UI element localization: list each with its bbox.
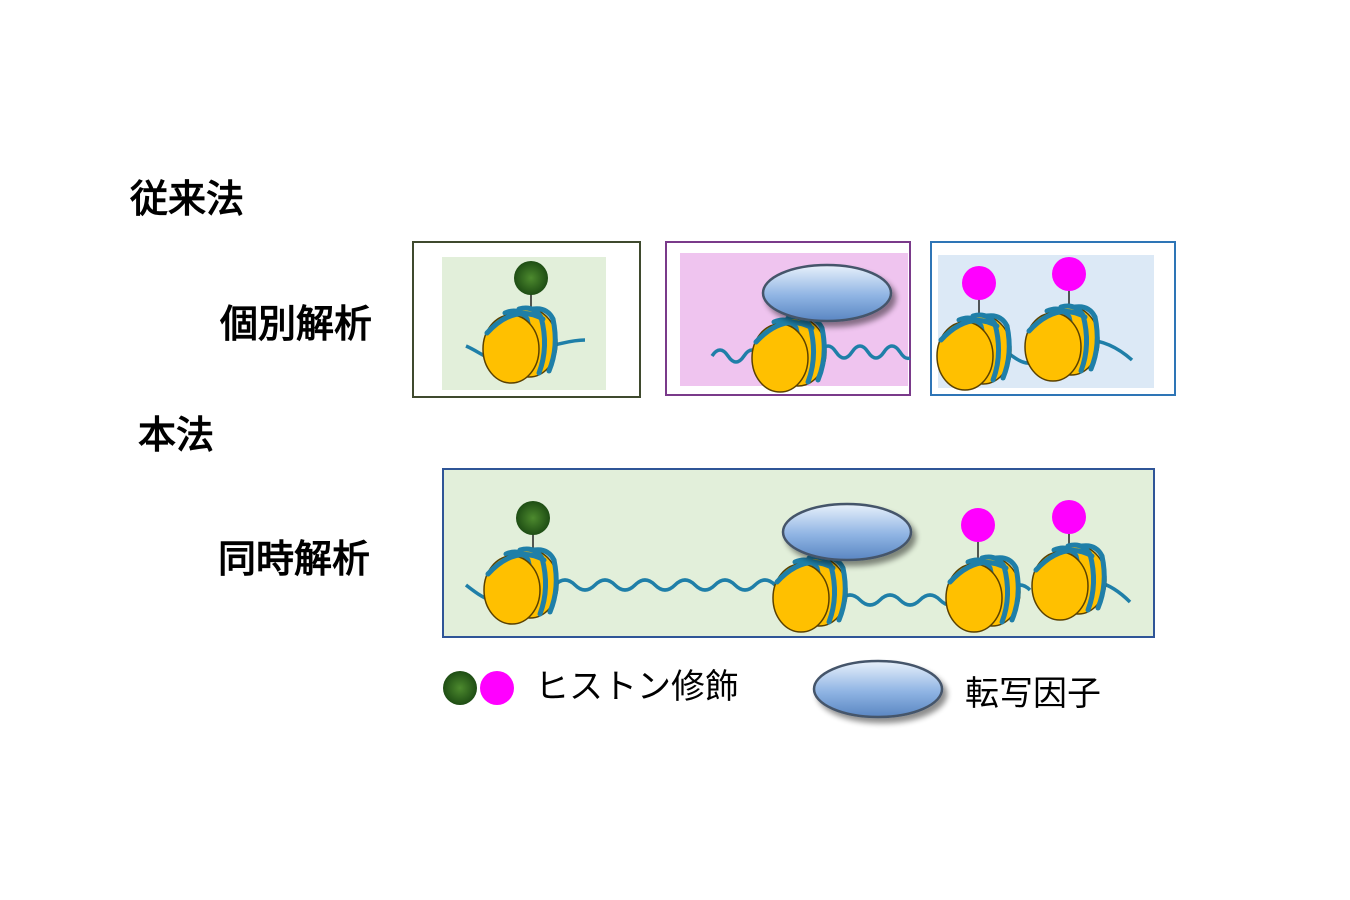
section-label-this-method: 本法 [138,413,215,457]
histone-mod-magenta-dot [1052,257,1086,291]
histone-mod-magenta-dot [962,266,996,300]
dna-strand [464,578,1132,607]
panel-histone-magenta [930,241,1176,396]
legend-icons [443,661,942,717]
row-label-simultaneous-analysis: 同時解析 [218,537,371,581]
legend-green-dot [443,671,477,705]
transcription-factor-oval [783,504,911,560]
panel-transcription-factor [665,241,911,396]
row-label-individual-analysis: 個別解析 [220,302,373,346]
legend-label-histone-modification: ヒストン修飾 [535,667,739,707]
histone-mod-magenta-dot [961,508,995,542]
panel-simultaneous [442,468,1155,638]
legend-transcription-factor-oval [814,661,942,717]
transcription-factor-oval [763,265,891,321]
legend-label-transcription-factor: 転写因子 [965,674,1101,714]
histone-mod-magenta-dot [1052,500,1086,534]
histone-mod-green-dot [514,261,548,295]
section-label-conventional: 従来法 [130,177,245,221]
legend-magenta-dot [480,671,514,705]
histone-mod-green-dot [516,501,550,535]
panel-histone-green [412,241,641,398]
